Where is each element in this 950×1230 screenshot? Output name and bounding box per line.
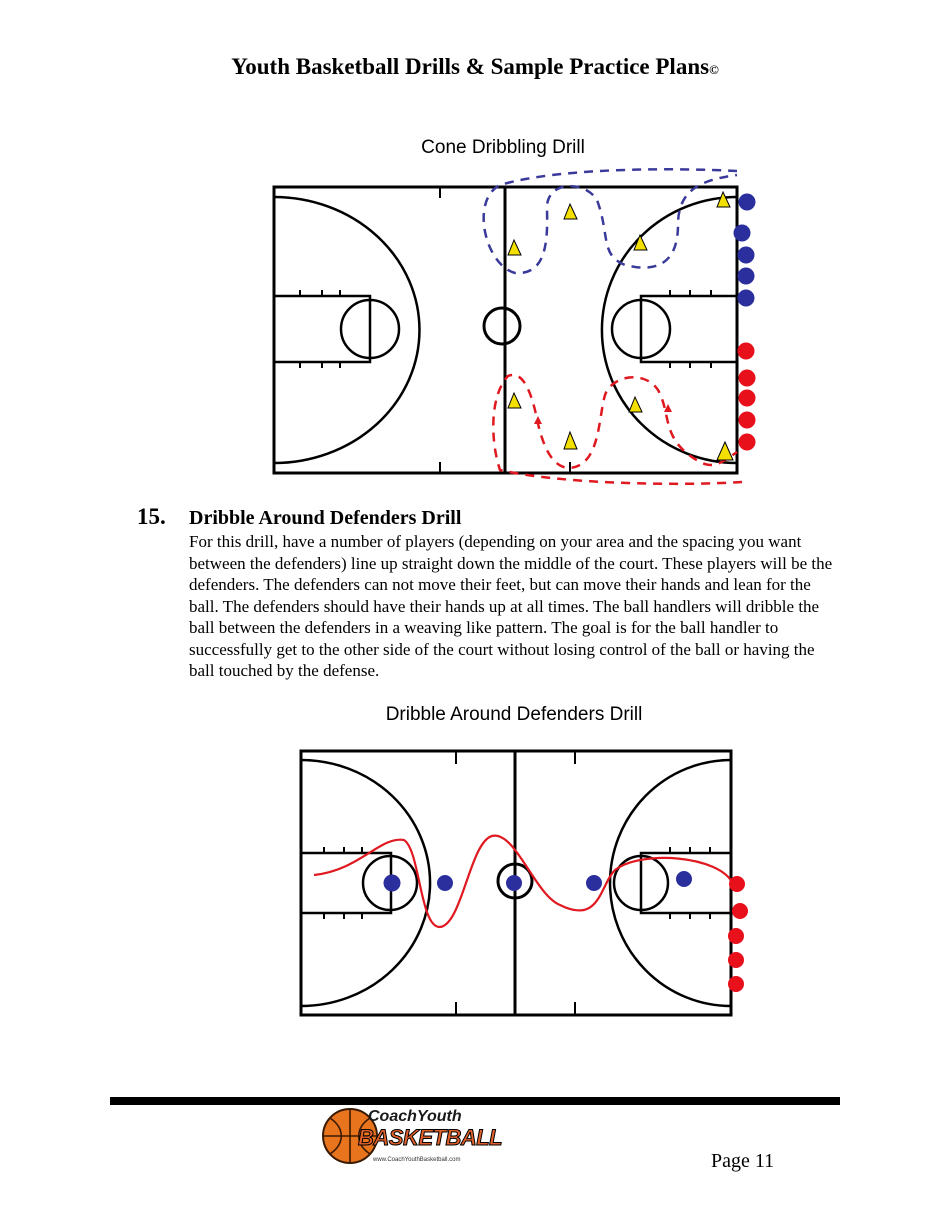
court-1-right-lane (639, 294, 739, 364)
court-1-center-circle (482, 306, 522, 346)
cone (716, 190, 731, 208)
court-1-lines (272, 185, 739, 475)
cone (563, 202, 578, 220)
page-number: Page 11 (711, 1150, 775, 1172)
copyright-symbol: © (709, 62, 719, 77)
red-arrows (534, 404, 672, 424)
cone (563, 430, 578, 450)
drill-heading: Dribble Around Defenders Drill (189, 507, 462, 529)
defender (676, 871, 692, 887)
court-2-right-three-point-arc (608, 758, 732, 1008)
defender (586, 875, 602, 891)
red-player (732, 903, 748, 919)
red-player (728, 928, 744, 944)
court-2-center-circle (496, 862, 534, 900)
red-player (738, 389, 756, 407)
coach-youth-basketball-logo: CoachYouth BASKETBALL www.CoachYouthBask… (318, 1104, 503, 1170)
blue-player (733, 224, 751, 242)
blue-players-1 (733, 193, 756, 307)
red-arrow-marker (664, 404, 672, 412)
cone-drill-title: Cone Dribbling Drill (421, 137, 585, 158)
defender (383, 874, 401, 892)
red-dribble-path (492, 373, 743, 486)
red-players-1 (737, 342, 756, 451)
defenders-drill-title: Dribble Around Defenders Drill (385, 704, 643, 725)
blue-player (737, 289, 755, 307)
cones-1 (507, 190, 734, 461)
court-2-right-free-throw-circle (612, 854, 670, 912)
basketball-icon (322, 1108, 378, 1164)
court-2-left-three-point-arc (300, 758, 432, 1008)
defender (506, 875, 522, 891)
defenders-2 (383, 871, 692, 892)
blue-player (738, 193, 756, 211)
weaving-dribble-path (313, 834, 735, 929)
court-1-left-three-point-arc (273, 195, 421, 465)
drill-number: 15. (137, 504, 166, 529)
red-player (729, 876, 745, 892)
cone (507, 238, 522, 256)
red-player (738, 411, 756, 429)
blue-player (737, 267, 755, 285)
header-title: Youth Basketball Drills & Sample Practic… (231, 54, 710, 79)
drill-description: For this drill, have a number of players… (189, 532, 833, 680)
logo-line2: BASKETBALL (357, 1125, 503, 1151)
red-player (738, 369, 756, 387)
court-2-left-lane (299, 851, 393, 915)
blue-player (737, 246, 755, 264)
court-2-lane-ticks (323, 847, 711, 919)
red-player (728, 952, 744, 968)
defender (437, 875, 453, 891)
cone (628, 395, 643, 413)
court-1-lane-ticks (299, 290, 712, 368)
court-1-right-free-throw-circle (610, 298, 672, 360)
cone (716, 440, 734, 461)
footer-rule (110, 1097, 840, 1105)
court-2-left-free-throw-circle (361, 854, 419, 912)
red-player (737, 342, 755, 360)
red-player (728, 976, 744, 992)
red-player (738, 433, 756, 451)
document-header: Youth Basketball Drills & Sample Practic… (0, 54, 950, 80)
cone (507, 391, 522, 409)
logo-url: www.CoachYouthBasketball.com (373, 1157, 461, 1163)
court-1-left-free-throw-circle (339, 298, 401, 360)
court-1-left-lane (272, 294, 372, 364)
court-1-right-three-point-arc (600, 195, 738, 465)
blue-dribble-path (482, 168, 738, 275)
logo-line1: CoachYouth (368, 1108, 462, 1125)
cone (633, 233, 648, 251)
red-players-2 (728, 876, 748, 992)
red-arrow-marker (534, 416, 542, 424)
